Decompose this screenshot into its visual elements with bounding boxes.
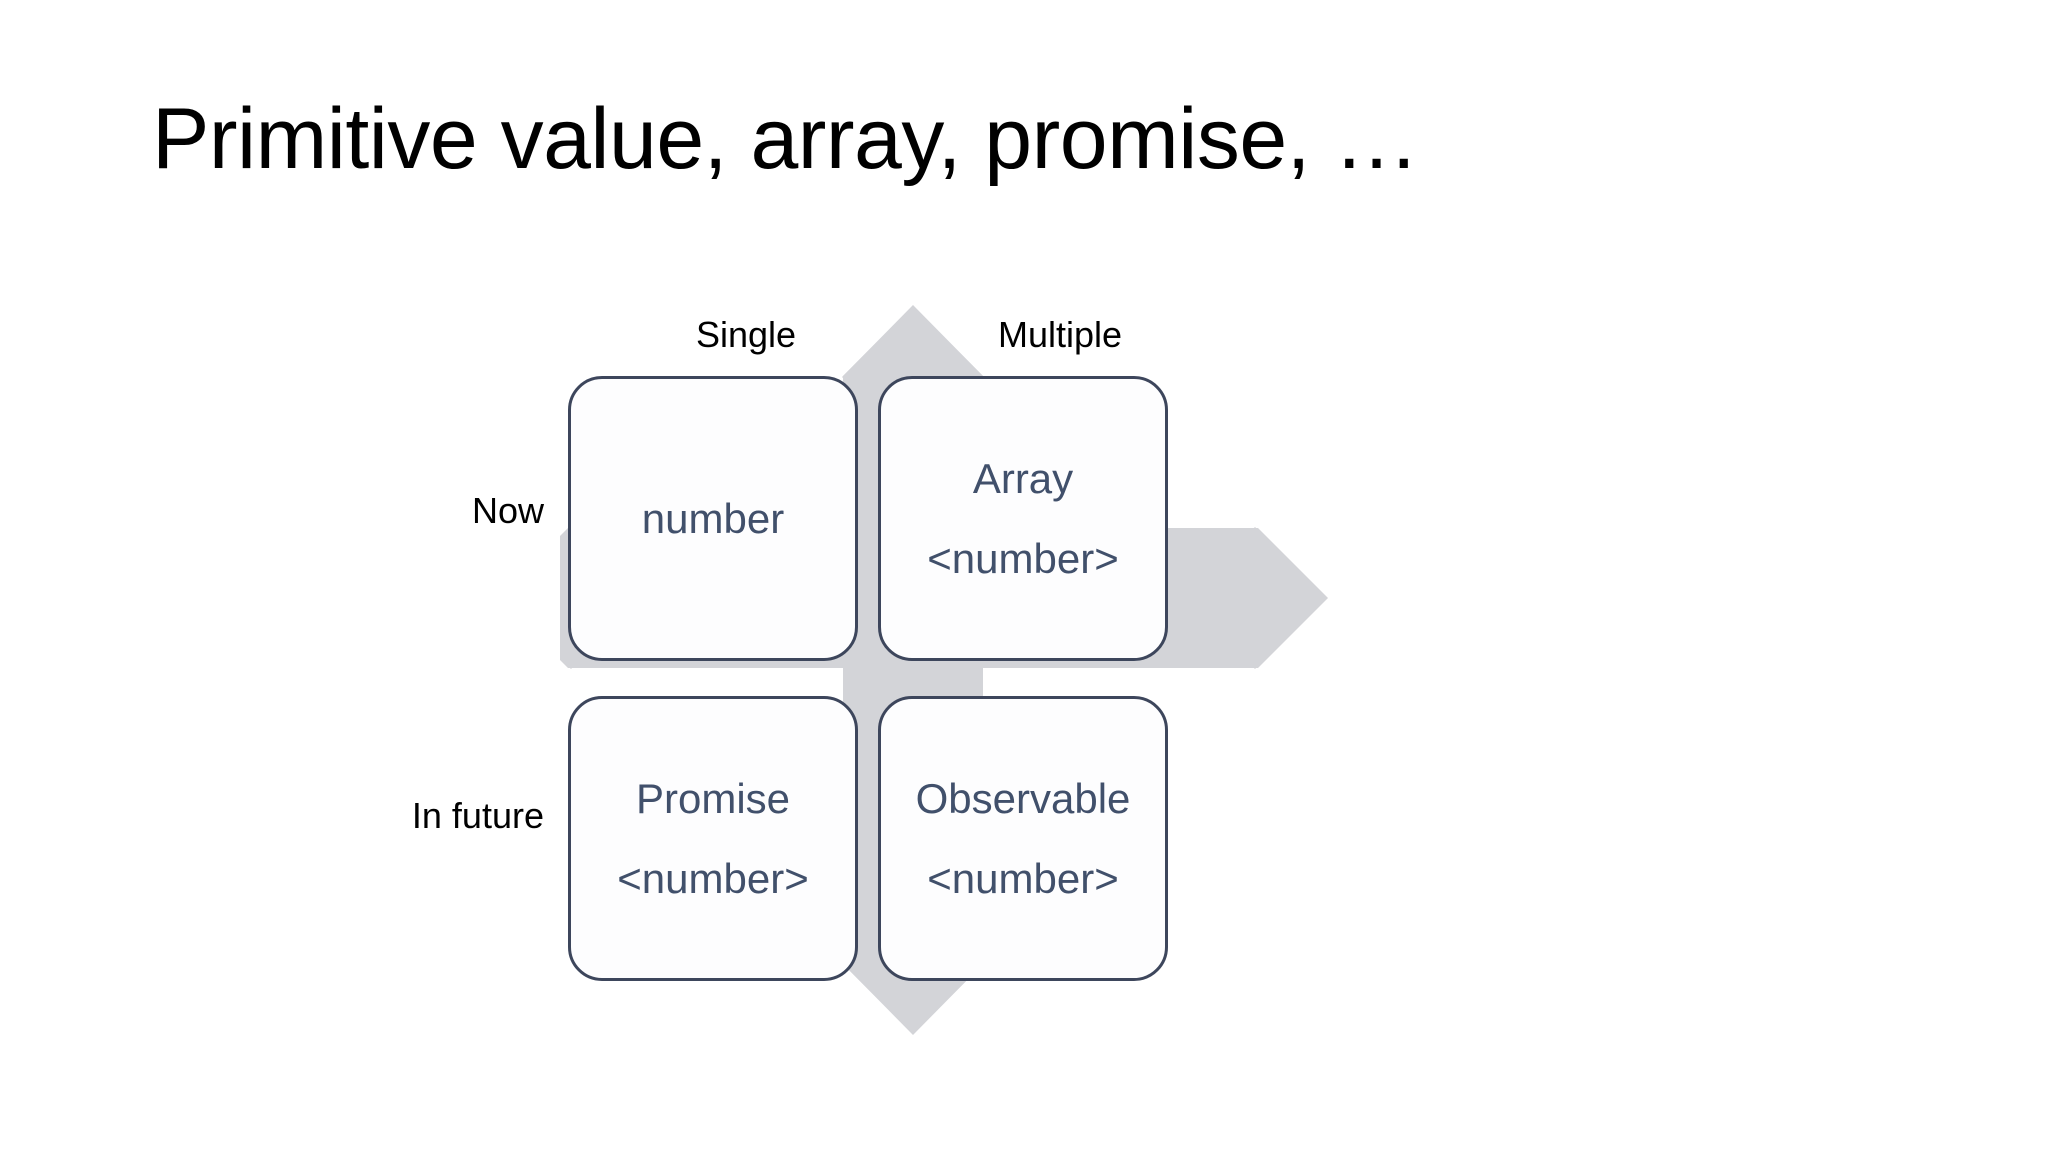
quadrant-cell-promise[interactable]: Promise <number> xyxy=(568,696,858,981)
cell-observable-line1: Observable xyxy=(915,774,1131,822)
page-title: Primitive value, array, promise, … xyxy=(152,91,1419,187)
cell-array-line1: Array xyxy=(972,454,1074,502)
quadrant-cell-observable[interactable]: Observable <number> xyxy=(878,696,1168,981)
cell-promise-line1: Promise xyxy=(635,774,791,822)
column-header-multiple: Multiple xyxy=(997,314,1123,355)
quadrant-cell-number[interactable]: number xyxy=(568,376,858,661)
quadrant-cell-array[interactable]: Array <number> xyxy=(878,376,1168,661)
row-label-now: Now xyxy=(471,490,544,531)
quadrant-diagram: Single Multiple Now In future number Arr… xyxy=(412,300,1420,1040)
column-header-single: Single xyxy=(695,314,797,355)
cell-promise-line2: <number> xyxy=(617,854,809,902)
cell-array-line2: <number> xyxy=(927,534,1119,582)
cell-observable-line2: <number> xyxy=(927,854,1119,902)
cell-number-line1: number xyxy=(641,494,785,542)
row-label-in-future: In future xyxy=(411,795,544,836)
